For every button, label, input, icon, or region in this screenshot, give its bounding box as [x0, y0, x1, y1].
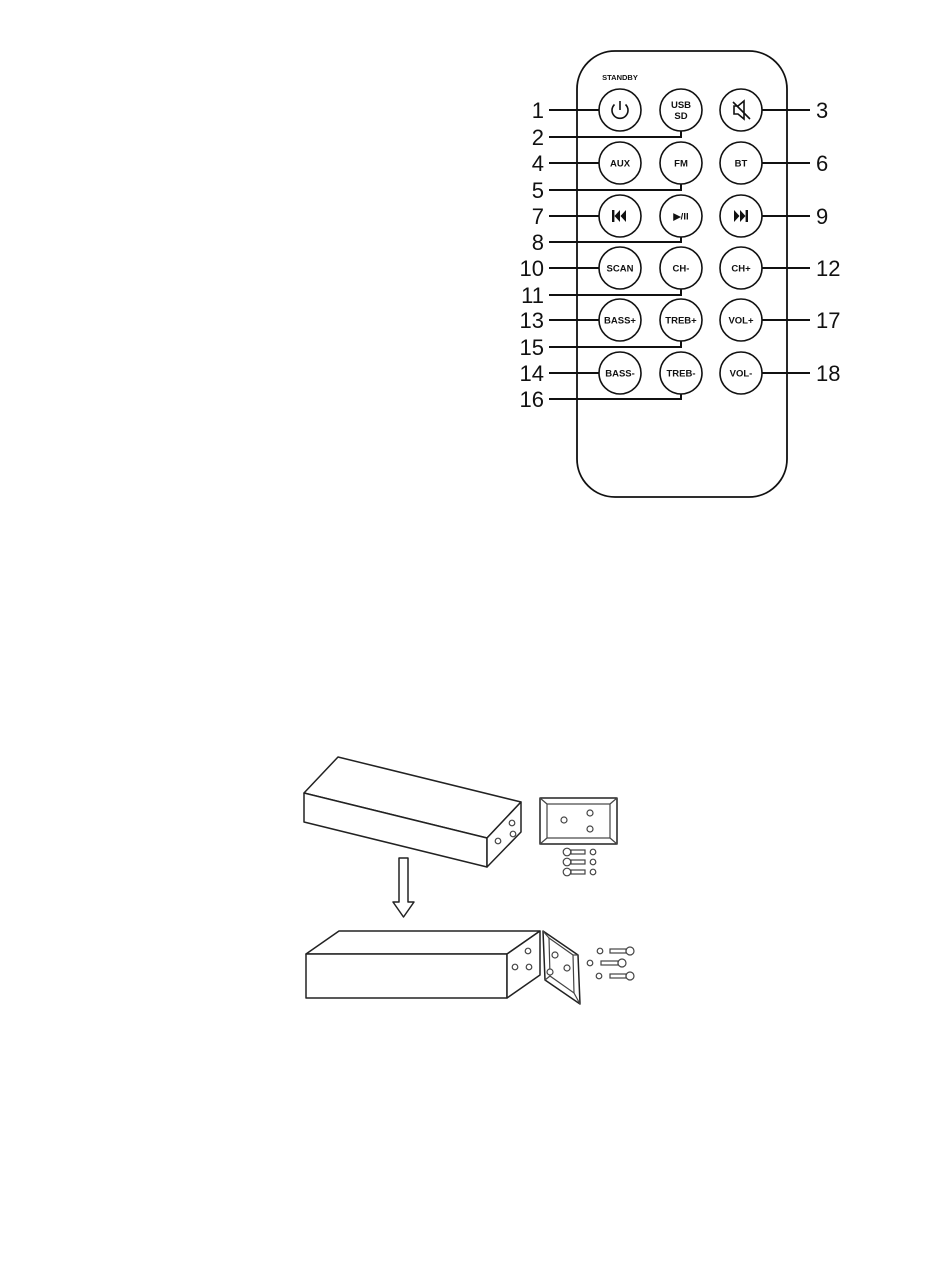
standby-label: STANDBY	[602, 73, 638, 82]
callout-6: 6	[816, 151, 828, 176]
mute-button[interactable]	[720, 89, 762, 131]
treb-plus-label: TREB+	[665, 316, 697, 327]
usb-sd-button[interactable]: USB SD	[660, 89, 702, 131]
unit-before-mounting	[304, 757, 521, 867]
treb-plus-button[interactable]: TREB+	[660, 299, 702, 341]
bt-button[interactable]: BT	[720, 142, 762, 184]
callout-2: 2	[532, 125, 544, 150]
screws-set-bottom	[587, 947, 634, 980]
ch-plus-label: CH+	[731, 264, 751, 275]
fm-button[interactable]: FM	[660, 142, 702, 184]
treb-minus-label: TREB-	[666, 369, 695, 380]
scan-button[interactable]: SCAN	[599, 247, 641, 289]
callout-3: 3	[816, 98, 828, 123]
bass-plus-label: BASS+	[604, 316, 636, 327]
power-button[interactable]	[599, 89, 641, 131]
callout-4: 4	[532, 151, 544, 176]
bass-minus-button[interactable]: BASS-	[599, 352, 641, 394]
installation-diagram	[0, 740, 950, 1020]
vol-plus-label: VOL+	[728, 316, 754, 327]
treb-minus-button[interactable]: TREB-	[660, 352, 702, 394]
aux-label: AUX	[610, 159, 631, 170]
ch-minus-button[interactable]: CH-	[660, 247, 702, 289]
callout-1: 1	[532, 98, 544, 123]
callout-13: 13	[520, 308, 544, 333]
bass-plus-button[interactable]: BASS+	[599, 299, 641, 341]
callout-15: 15	[520, 335, 544, 360]
bass-minus-label: BASS-	[605, 369, 635, 380]
vol-minus-button[interactable]: VOL-	[720, 352, 762, 394]
vol-minus-label: VOL-	[730, 369, 753, 380]
callout-9: 9	[816, 204, 828, 229]
callout-10: 10	[520, 256, 544, 281]
callout-8: 8	[532, 230, 544, 255]
callout-7: 7	[532, 204, 544, 229]
unit-after-mounting	[306, 931, 540, 998]
vol-plus-button[interactable]: VOL+	[720, 299, 762, 341]
scan-label: SCAN	[607, 264, 634, 275]
angled-mounting-bracket	[543, 931, 580, 1004]
mounting-bracket-plate	[540, 798, 617, 844]
callout-11: 11	[521, 283, 544, 308]
fm-label: FM	[674, 159, 688, 170]
remote-control-diagram: STANDBY USB SD AUX	[0, 0, 950, 560]
callout-16: 16	[520, 387, 544, 412]
callout-18: 18	[816, 361, 840, 386]
callout-17: 17	[816, 308, 840, 333]
play-pause-button[interactable]: ▶/II	[660, 195, 702, 237]
previous-track-button[interactable]	[599, 195, 641, 237]
callout-14: 14	[520, 361, 544, 386]
ch-minus-label: CH-	[673, 264, 690, 275]
down-arrow-icon	[393, 858, 414, 917]
usb-sd-label-line2: SD	[674, 111, 687, 122]
screws-set-top	[563, 848, 596, 876]
callout-5: 5	[532, 178, 544, 203]
aux-button[interactable]: AUX	[599, 142, 641, 184]
next-track-button[interactable]	[720, 195, 762, 237]
callout-12: 12	[816, 256, 840, 281]
usb-sd-label-line1: USB	[671, 100, 691, 111]
play-pause-icon: ▶/II	[672, 212, 688, 223]
bt-label: BT	[735, 159, 748, 170]
ch-plus-button[interactable]: CH+	[720, 247, 762, 289]
